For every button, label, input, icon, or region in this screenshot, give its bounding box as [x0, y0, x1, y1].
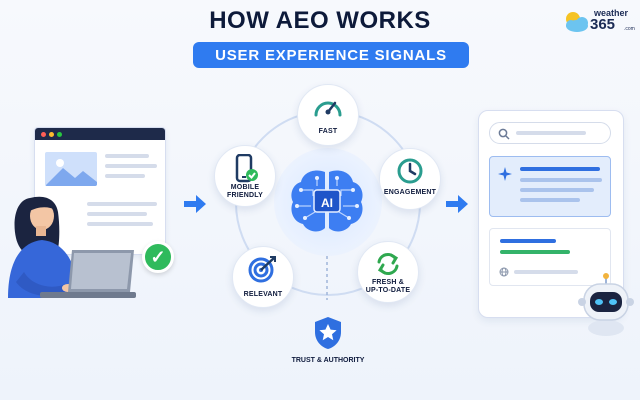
target-icon: [248, 256, 276, 283]
sun-cloud-icon: [566, 12, 588, 32]
image-placeholder-icon: [45, 152, 97, 186]
window-dot-yellow: [49, 132, 54, 137]
result-text-line: [514, 270, 578, 274]
browser-title-bar: [35, 128, 165, 140]
signal-node-fresh: FRESH & UP-TO-DATE: [357, 241, 419, 303]
result-text-line: [520, 198, 580, 202]
globe-icon: [499, 267, 509, 277]
signal-node-engagement: ENGAGEMENT: [379, 148, 441, 210]
signal-label: FAST: [318, 128, 338, 135]
result-url-line: [500, 250, 570, 254]
text-line: [105, 174, 145, 178]
check-badge-icon: ✓: [142, 241, 174, 273]
arrow-right-icon: [184, 195, 206, 213]
person-with-laptop-illustration: [8, 196, 136, 298]
trust-authority-label: TRUST & AUTHORITY: [291, 357, 365, 364]
search-bar: [489, 122, 611, 144]
signal-label: RELEVANT: [243, 291, 283, 298]
sparkle-icon: [498, 167, 512, 181]
signal-node-mobile: MOBILE FRIENDLY: [214, 145, 276, 207]
connector-dashed-line: [326, 256, 328, 300]
refresh-icon: [377, 253, 399, 275]
window-dot-red: [41, 132, 46, 137]
window-dot-green: [57, 132, 62, 137]
text-line: [87, 222, 153, 226]
search-icon: [498, 128, 510, 140]
shield-star-icon: [315, 317, 341, 349]
ai-core-label: AI: [321, 196, 333, 210]
logo-word-top: weather: [594, 8, 629, 18]
page-title: HOW AEO WORKS: [209, 7, 431, 34]
text-line: [105, 154, 149, 158]
search-placeholder-line: [516, 131, 586, 135]
logo-word-suffix: .com: [624, 26, 635, 32]
text-line: [87, 212, 147, 216]
text-line: [87, 202, 157, 206]
result-card: [489, 228, 611, 286]
result-text-line: [520, 188, 594, 192]
brand-logo: weather 365 .com: [560, 4, 636, 40]
highlighted-result-card: [489, 156, 611, 217]
result-title-line: [500, 239, 556, 243]
text-line: [105, 164, 157, 168]
result-title-line: [520, 167, 600, 171]
clock-icon: [397, 158, 423, 184]
logo-word-main: 365: [590, 16, 616, 33]
brain-chip-icon: [291, 170, 363, 232]
signal-label: MOBILE FRIENDLY: [227, 184, 263, 199]
arrow-right-icon: [446, 195, 468, 213]
signal-label: ENGAGEMENT: [383, 189, 437, 196]
mobile-check-icon: [235, 154, 258, 183]
signal-node-relevant: RELEVANT: [232, 246, 294, 308]
speedometer-icon: [314, 101, 342, 117]
robot-assistant-icon: [578, 273, 634, 336]
result-text-line: [520, 178, 602, 182]
signal-label: FRESH & UP-TO-DATE: [365, 279, 411, 294]
signal-node-fast: FAST: [297, 84, 359, 146]
subtitle-banner: USER EXPERIENCE SIGNALS: [193, 42, 469, 68]
